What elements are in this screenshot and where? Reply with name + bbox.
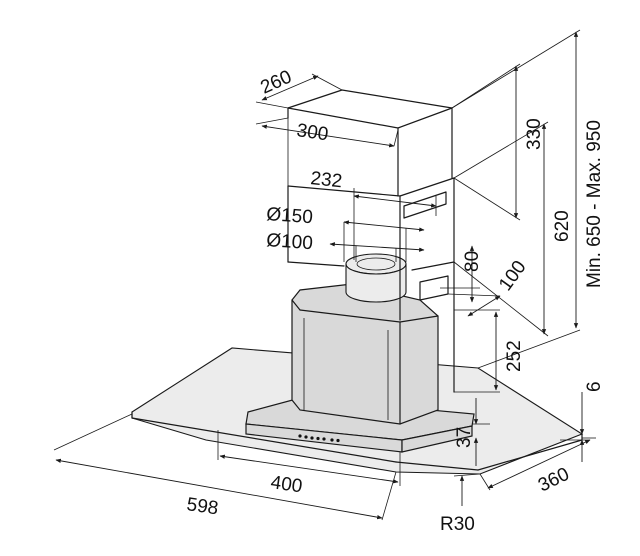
- label-252: 252: [504, 340, 525, 372]
- label-37: 37: [454, 427, 475, 448]
- label-360: 360: [535, 464, 573, 497]
- control-buttons: [298, 434, 340, 443]
- label-100: 100: [495, 257, 531, 295]
- label-r30: R30: [440, 514, 475, 535]
- dimension-lines: [53, 29, 596, 521]
- label-400: 400: [269, 472, 303, 497]
- motor-body: [291, 283, 439, 425]
- dimension-labels: 260 300 232 Ø150 Ø100 330 620 Min. 650 -…: [185, 66, 605, 535]
- label-330: 330: [524, 118, 545, 150]
- label-232: 232: [309, 168, 343, 192]
- label-598: 598: [185, 494, 219, 519]
- label-6: 6: [584, 381, 605, 392]
- label-620: 620: [552, 210, 573, 242]
- label-300: 300: [295, 120, 329, 145]
- label-diameter-100: Ø100: [266, 230, 314, 254]
- label-260: 260: [257, 66, 295, 98]
- label-80: 80: [462, 251, 483, 272]
- label-diameter-150: Ø150: [266, 204, 314, 228]
- outlet-collar: [345, 253, 407, 303]
- label-min-max: Min. 650 - Max. 950: [584, 120, 605, 288]
